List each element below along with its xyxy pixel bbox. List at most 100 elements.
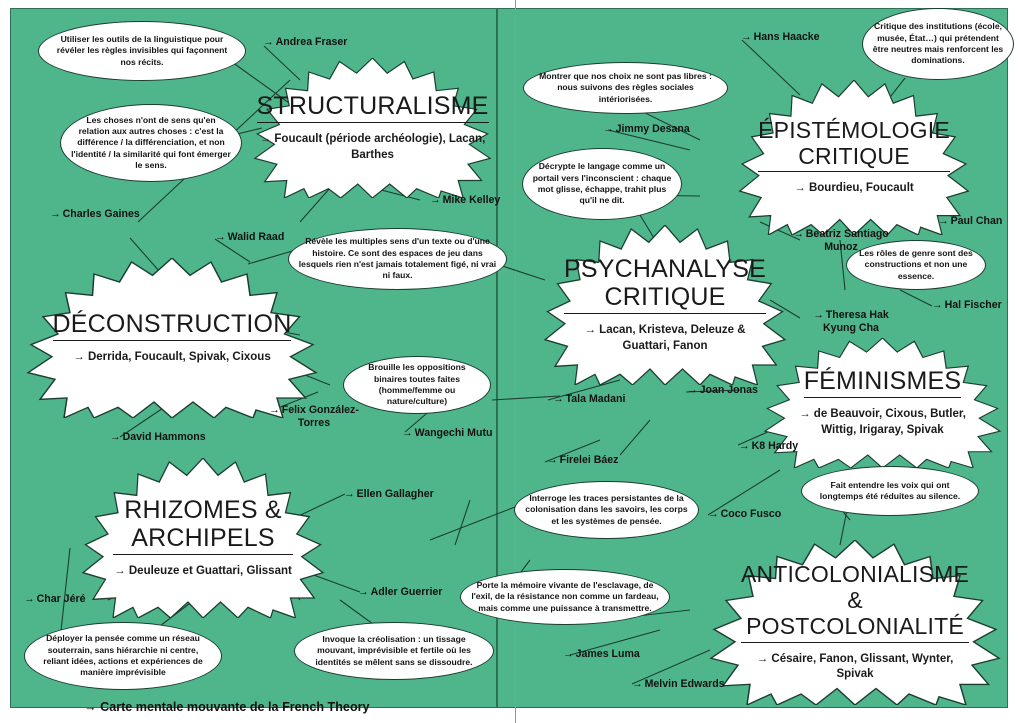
artist-beatriz-santiago-munoz: →Beatriz Santiago Munoz	[785, 228, 897, 253]
arrow-icon: →	[24, 593, 35, 605]
bubble-sens-relation: Les choses n'ont de sens qu'en relation …	[60, 104, 242, 182]
node-subtitle: → Derrida, Foucault, Spivak, Cixous	[73, 351, 271, 364]
artist-mike-kelley: →Mike Kelley	[430, 194, 500, 207]
arrow-icon: →	[708, 508, 719, 520]
node-feminismes[interactable]: FÉMINISMES → de Beauvoir, Cixous, Butler…	[760, 338, 1005, 468]
bubble-text: Utiliser les outils de la linguistique p…	[56, 33, 228, 67]
starburst-shape	[81, 458, 325, 618]
arrow-icon: →	[402, 427, 413, 439]
node-epistemologie-body: ÉPISTÉMOLOGIE CRITIQUE → Bourdieu, Fouca…	[725, 117, 983, 197]
artist-name: Beatriz Santiago Munoz	[805, 228, 889, 253]
node-anticolonialisme-postcolonialite[interactable]: ANTICOLONIALISME & POSTCOLONIALITÉ → Cés…	[705, 540, 1005, 705]
node-epistemologie-critique[interactable]: ÉPISTÉMOLOGIE CRITIQUE → Bourdieu, Fouca…	[735, 80, 973, 235]
poster-caption: → Carte mentale mouvante de la French Th…	[84, 700, 370, 714]
artist-jimmy-desana: →Jimmy Desana	[603, 123, 690, 136]
artist-name: Theresa Hak Kyung Cha	[823, 309, 889, 334]
artist-name: Jimmy Desana	[615, 123, 690, 135]
artist-name: David Hammons	[122, 431, 206, 443]
arrow-icon: →	[263, 36, 274, 48]
arrow-icon: →	[687, 384, 698, 396]
node-title: STRUCTURALISME	[256, 92, 489, 124]
bubble-choix-libres: Montrer que nos choix ne sont pas libres…	[523, 62, 728, 114]
arrow-icon: →	[932, 299, 943, 311]
starburst-shape	[543, 225, 787, 385]
bubble-langage-inconscient: Décrypte le langage comme un portail ver…	[522, 148, 682, 220]
bubble-memoire-esclavage: Porte la mémoire vivante de l'esclavage,…	[460, 569, 670, 625]
artist-name: Ellen Gallagher	[356, 488, 434, 500]
artist-hans-haacke: →Hans Haacke	[741, 31, 820, 44]
node-psychanalyse-critique[interactable]: PSYCHANALYSE CRITIQUE → Lacan, Kristeva,…	[540, 225, 790, 385]
artist-name: Paul Chan	[950, 215, 1003, 227]
artist-k8-hardy: →K8 Hardy	[739, 440, 798, 453]
node-subtitle: → Lacan, Kristeva, Deleuze & Guattari, F…	[584, 324, 746, 352]
bubble-text: Déployer la pensée comme un réseau soute…	[43, 633, 203, 678]
bubble-traces-colonisation: Interroge les traces persistantes de la …	[514, 481, 699, 539]
starburst-shape	[763, 338, 1002, 468]
starburst-shape	[253, 58, 492, 198]
artist-name: Mike Kelley	[442, 194, 501, 206]
node-subtitle: → Foucault (période archéologie), Lacan,…	[259, 133, 486, 161]
artist-paul-chan: →Paul Chan	[938, 215, 1002, 228]
artist-andrea-fraser: →Andrea Fraser	[263, 36, 347, 49]
arrow-icon: →	[553, 393, 564, 405]
bubble-text: Les choses n'ont de sens qu'en relation …	[71, 114, 231, 171]
artist-melvin-edwards: →Melvin Edwards	[632, 678, 725, 691]
arrow-icon: →	[344, 488, 355, 500]
arrow-icon: →	[793, 228, 804, 240]
artist-adler-guerrier: →Adler Guerrier	[358, 586, 442, 599]
node-psychanalyse-body: PSYCHANALYSE CRITIQUE → Lacan, Kristeva,…	[529, 255, 801, 354]
node-title: FÉMINISMES	[803, 367, 962, 399]
node-subtitle: → de Beauvoir, Cixous, Butler, Wittig, I…	[799, 408, 966, 436]
artist-name: Hans Haacke	[753, 31, 820, 43]
artist-felix-gonzalez-torres: →Felix González-Torres	[262, 404, 366, 429]
node-rhizomes-archipels[interactable]: RHIZOMES & ARCHIPELS → Deuleuze et Guatt…	[78, 458, 328, 618]
arrow-icon: →	[215, 231, 226, 243]
bubble-text: Brouille les oppositions binaires toutes…	[368, 362, 466, 407]
artist-coco-fusco: →Coco Fusco	[708, 508, 781, 521]
artist-theresa-hak-kyung-cha: →Theresa Hak Kyung Cha	[797, 309, 905, 334]
artist-joan-jonas: →Joan Jonas	[687, 384, 758, 397]
arrow-icon: →	[547, 454, 558, 466]
node-rhizomes-body: RHIZOMES & ARCHIPELS → Deuleuze et Guatt…	[78, 496, 328, 580]
bubble-text: Décrypte le langage comme un portail ver…	[532, 161, 672, 206]
node-deconstruction-body: DÉCONSTRUCTION → Derrida, Foucault, Spiv…	[11, 310, 334, 366]
artist-ellen-gallagher: →Ellen Gallagher	[344, 488, 434, 501]
artist-name: Hal Fischer	[944, 299, 1002, 311]
arrow-icon: →	[50, 208, 61, 220]
starburst-shape	[709, 540, 1001, 705]
artist-name: Charles Gaines	[62, 208, 140, 220]
arrow-icon: →	[741, 31, 752, 43]
artist-name: James Luma	[575, 648, 640, 660]
bubble-text: Révèle les multiples sens d'un texte ou …	[298, 236, 497, 281]
artist-name: Felix González-Torres	[281, 404, 359, 429]
artist-char-jere: →Char Jéré	[24, 593, 85, 606]
artist-name: Melvin Edwards	[644, 678, 725, 690]
artist-name: Wangechi Mutu	[414, 427, 493, 439]
artist-charles-gaines: →Charles Gaines	[50, 208, 140, 221]
artist-wangechi-mutu: →Wangechi Mutu	[402, 427, 492, 440]
artist-david-hammons: →David Hammons	[110, 431, 206, 444]
bubble-text: Porte la mémoire vivante de l'esclavage,…	[471, 579, 659, 613]
bubble-multiples-sens: Révèle les multiples sens d'un texte ou …	[288, 228, 507, 290]
arrow-icon: →	[739, 440, 750, 452]
node-title: RHIZOMES & ARCHIPELS	[113, 496, 293, 556]
artist-name: Tala Madani	[565, 393, 626, 405]
artist-name: Char Jéré	[36, 593, 86, 605]
artist-name: Adler Guerrier	[370, 586, 443, 598]
arrow-icon: →	[632, 678, 643, 690]
artist-name: Joan Jonas	[699, 384, 758, 396]
artist-firelei-baez: →Firelei Báez	[547, 454, 618, 467]
node-subtitle: → Césaire, Fanon, Glissant, Wynter, Spiv…	[756, 652, 954, 681]
bubble-creolisation: Invoque la créolisation : un tissage mou…	[294, 622, 494, 680]
node-title: PSYCHANALYSE CRITIQUE	[564, 255, 767, 315]
node-structuralisme[interactable]: STRUCTURALISME → Foucault (période arché…	[250, 58, 495, 198]
node-subtitle: → Bourdieu, Foucault	[794, 182, 914, 195]
bubble-text: Interroge les traces persistantes de la …	[525, 492, 688, 526]
arrow-icon: →	[563, 648, 574, 660]
arrow-icon: →	[603, 123, 614, 135]
arrow-icon: →	[110, 431, 121, 443]
arrow-icon: →	[269, 404, 280, 416]
node-subtitle: → Deuleuze et Guattari, Glissant	[114, 565, 292, 578]
artist-name: Firelei Báez	[559, 454, 619, 466]
node-deconstruction[interactable]: DÉCONSTRUCTION → Derrida, Foucault, Spiv…	[22, 258, 322, 418]
